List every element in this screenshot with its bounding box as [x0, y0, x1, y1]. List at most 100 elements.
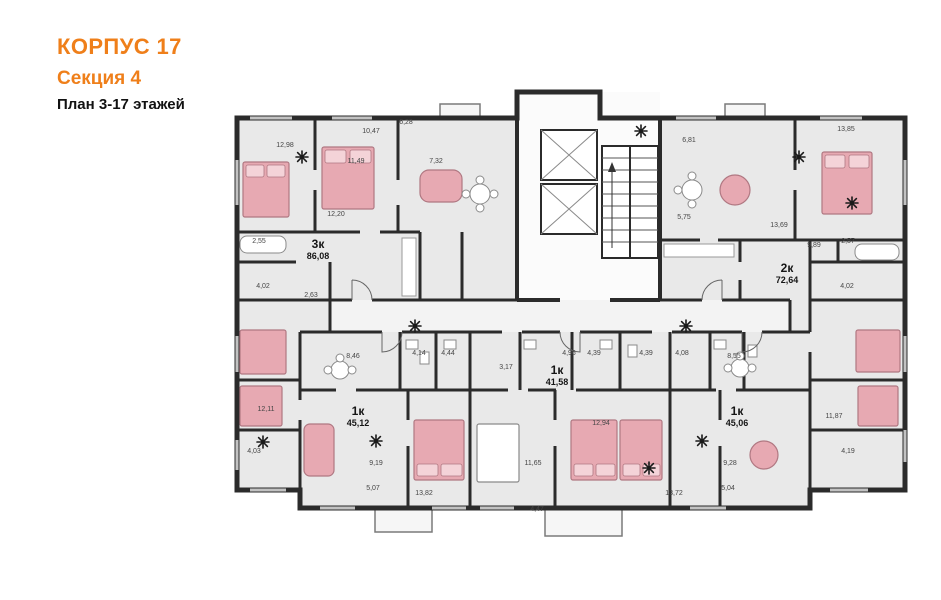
dining-table-icon [461, 175, 499, 213]
room-dimension-label: 11,87 [826, 413, 843, 420]
dimension-labels: 12,98 10,47 6,28 11,49 7,32 12,20 2,55 4,02 2,63… [247, 119, 855, 513]
sofa-icon [855, 329, 901, 373]
inner-walls [237, 118, 905, 508]
room-dimension-label: 6,81 [682, 137, 696, 144]
bathtub-icon [239, 235, 287, 254]
balconies [374, 103, 766, 537]
balcony [374, 507, 433, 533]
bed-icon [239, 385, 283, 427]
kitchen-counter-icon [401, 237, 417, 297]
room-dimension-label: 13,69 [770, 222, 788, 229]
dining-table-icon [673, 171, 703, 209]
room-dimension-label: 4,39 [639, 350, 653, 357]
room-dimension-label: 4,44 [441, 350, 455, 357]
room-dimension-label: 4,08 [675, 350, 689, 357]
sofa-icon [419, 169, 463, 203]
room-dimension-label: 5,75 [677, 214, 691, 221]
room-dimension-label: 2,63 [304, 292, 318, 299]
apartment-area: 45,06 [726, 418, 749, 428]
room-dimension-label: 8,46 [346, 353, 360, 360]
plant-icon [642, 461, 656, 475]
plant-icon [295, 150, 309, 164]
apartment-type: 2к [781, 261, 795, 275]
dining-table-icon [723, 351, 757, 378]
bathtub-icon [854, 243, 900, 261]
bed-icon [321, 146, 375, 210]
bed-icon [821, 151, 873, 215]
section-title: Секция 4 [57, 68, 142, 89]
bed-icon [619, 419, 663, 481]
elevator-icon [540, 129, 598, 235]
kitchen-counter-icon [663, 243, 735, 258]
fixture-icon [405, 339, 758, 365]
apartment-area: 72,64 [776, 275, 799, 285]
room-dimension-label: 12,98 [276, 142, 294, 149]
door-swing-icon [351, 279, 763, 353]
apartment-area: 86,08 [307, 251, 330, 261]
room-dimension-label: 4,47 [530, 506, 544, 513]
room-dimension-label: 4,03 [247, 448, 261, 455]
windows [235, 116, 907, 510]
room-dimension-label: 7,32 [429, 158, 443, 165]
building-title: КОРПУС 17 [57, 34, 182, 59]
room-dimension-label: 4,02 [840, 283, 854, 290]
sofa-icon [857, 385, 899, 427]
room-dimension-label: 4,19 [841, 448, 855, 455]
plant-icon [256, 435, 270, 449]
plant-icon [679, 319, 693, 333]
room-dimension-label: 13,85 [837, 126, 855, 133]
room-dimension-label: 8,55 [727, 353, 741, 360]
room-dimension-label: 3,17 [499, 364, 513, 371]
plan-header: КОРПУС 17 Секция 4 План 3-17 этажей [57, 34, 185, 113]
balcony [544, 507, 623, 537]
room-dimension-label: 13,72 [665, 490, 683, 497]
room-dimension-label: 4,39 [587, 350, 601, 357]
room-dimension-label: 12,94 [592, 420, 610, 427]
room-dimension-label: 9,28 [723, 460, 737, 467]
bed-icon [570, 419, 618, 481]
room-dimension-label: 11,49 [348, 158, 365, 165]
room-dimension-label: 12,11 [258, 406, 275, 413]
room-dimension-label: 9,89 [807, 242, 821, 249]
furniture [239, 146, 901, 483]
room-dimension-label: 5,07 [366, 485, 380, 492]
bed-icon [476, 423, 520, 483]
sofa-icon [303, 423, 335, 477]
bed-icon [413, 419, 465, 481]
apartment-type: 1к [352, 404, 366, 418]
plant-icon [634, 124, 648, 138]
armchair-icon [749, 440, 779, 470]
apartment-type: 3к [312, 237, 326, 251]
plant-icon [792, 150, 806, 164]
plant-icon [845, 196, 859, 210]
plant-icon [408, 319, 422, 333]
room-dimension-label: 12,20 [327, 211, 345, 218]
dining-table-icon [323, 353, 357, 380]
room-dimension-label: 5,04 [721, 485, 735, 492]
plant-icon [695, 434, 709, 448]
apartment-area: 45,12 [347, 418, 370, 428]
plant-icon [369, 434, 383, 448]
staircase-icon [601, 145, 659, 259]
bed-icon [242, 161, 290, 218]
apartment-type: 1к [551, 363, 565, 377]
room-dimension-label: 4,96 [562, 350, 576, 357]
apartment-type: 1к [731, 404, 745, 418]
room-dimension-label: 9,19 [369, 460, 383, 467]
room-dimension-label: 10,47 [362, 128, 380, 135]
room-dimension-label: 6,28 [399, 119, 413, 126]
floors-subtitle: План 3-17 этажей [57, 96, 185, 113]
room-dimension-label: 2,55 [252, 238, 266, 245]
room-dimension-label: 11,65 [525, 460, 542, 467]
armchair-icon [719, 174, 751, 206]
room-dimension-label: 2,57 [841, 238, 855, 245]
room-dimension-label: 4,14 [412, 350, 426, 357]
